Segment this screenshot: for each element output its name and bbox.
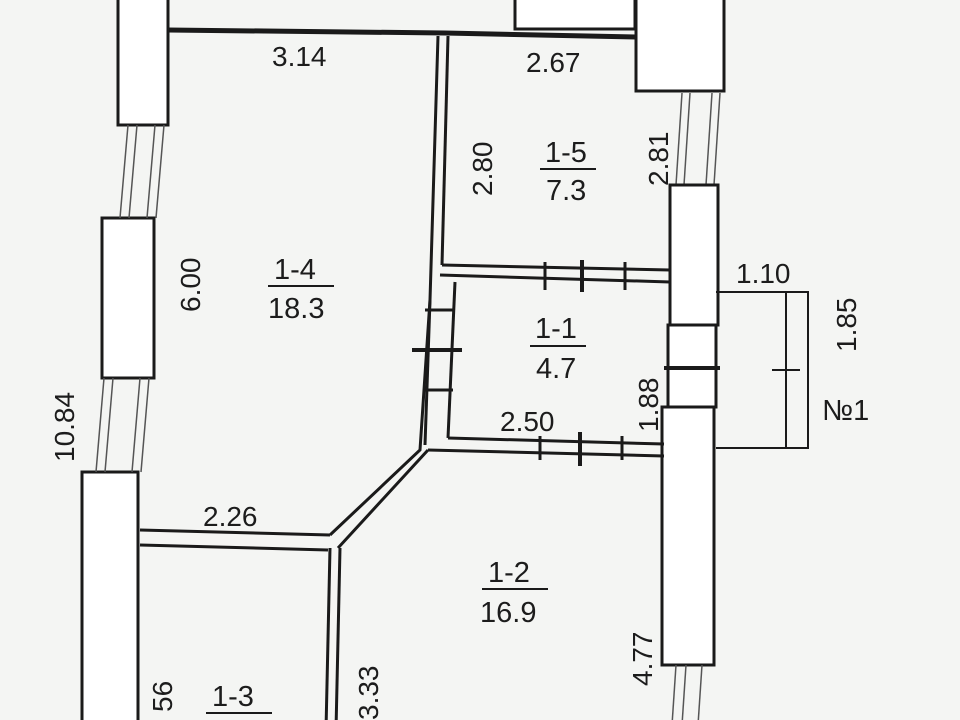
dim-room-1-2-left: 3.33 [353, 666, 384, 720]
room-id: 1-3 [212, 681, 254, 713]
room-id: 1-4 [274, 254, 316, 286]
room-1-5: 1-5 7.3 [540, 137, 596, 207]
dim-room-1-3-partial: 56 [147, 681, 178, 712]
window-upper-left [119, 124, 165, 219]
window-upper-right [675, 92, 721, 186]
dim-porch-width: 1.10 [736, 258, 791, 289]
room-area: 16.9 [480, 597, 536, 629]
dim-room-1-5-width: 2.67 [526, 47, 581, 78]
room-1-3: 1-3 [206, 681, 272, 714]
dim-overall-height: 10.84 [49, 392, 80, 462]
dim-room-1-1-height: 1.88 [633, 378, 664, 433]
dim-room-1-5-right: 2.81 [643, 132, 674, 187]
dim-room-1-5-left: 2.80 [467, 142, 498, 197]
left-exterior-wall [80, 0, 170, 720]
dim-room-1-4-height: 6.00 [175, 258, 206, 313]
porch-outline [716, 291, 809, 449]
dim-room-1-2-right: 4.77 [627, 632, 658, 687]
window-lower-right [671, 664, 703, 720]
room-1-4: 1-4 18.3 [268, 254, 334, 325]
room-1-1: 1-1 4.7 [530, 313, 586, 385]
room-id: 1-5 [545, 137, 587, 169]
room-area: 7.3 [546, 175, 586, 207]
right-exterior-wall [660, 183, 720, 720]
dim-room-1-4-width: 3.14 [272, 41, 327, 72]
room-id: 1-2 [488, 557, 530, 589]
dim-room-1-1-width: 2.50 [500, 406, 555, 437]
room-area: 4.7 [536, 353, 576, 385]
porch-label: №1 [822, 395, 869, 427]
window-lower-left [95, 377, 150, 473]
dim-porch-depth: 1.85 [831, 298, 862, 353]
room-area: 18.3 [268, 293, 324, 325]
room-1-2: 1-2 16.9 [480, 557, 548, 629]
room-id: 1-1 [535, 313, 577, 345]
interior-walls [139, 35, 720, 720]
top-exterior-wall [167, 0, 726, 186]
dim-room-1-4-bottom: 2.26 [203, 501, 258, 532]
